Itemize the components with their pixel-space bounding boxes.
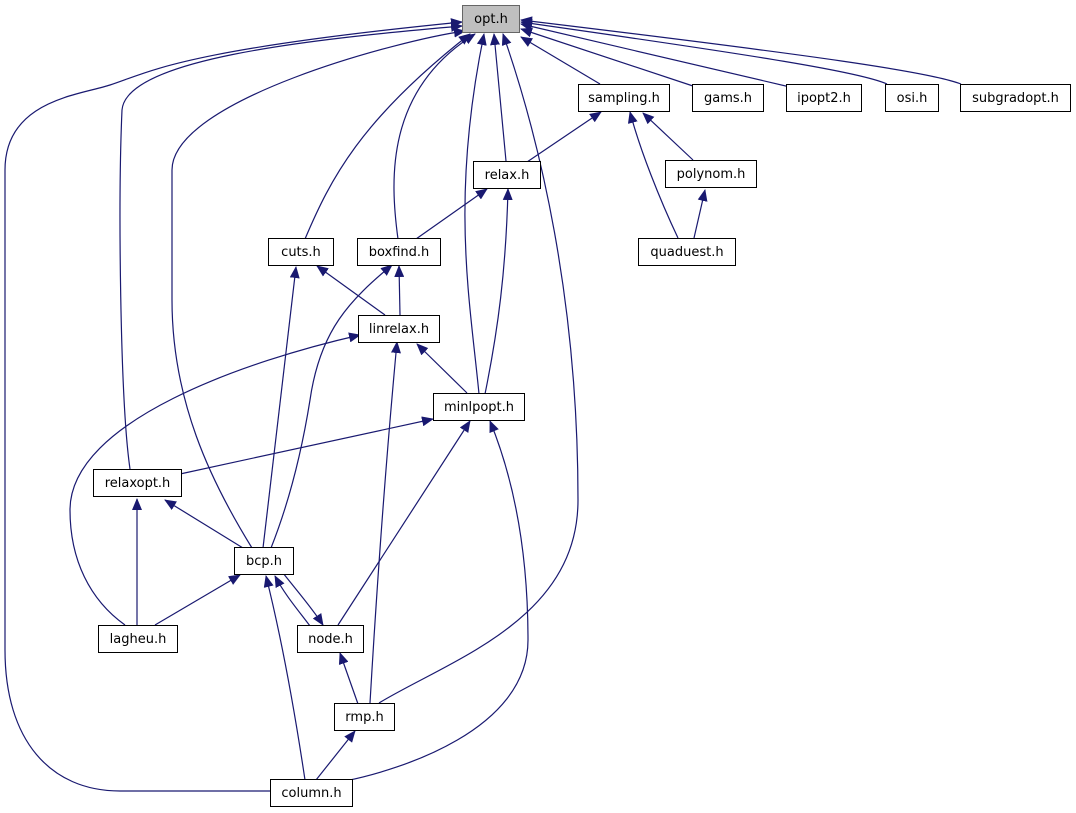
edge-boxfind-relax <box>415 188 488 240</box>
edge-relax-sampling <box>526 111 602 163</box>
node-rmp[interactable]: rmp.h <box>334 703 395 731</box>
edge-relaxopt-minlpopt <box>179 416 434 475</box>
node-minlpopt[interactable]: minlpopt.h <box>433 393 525 421</box>
edge-bcp-node <box>282 572 324 626</box>
edge-minlpopt-linrelax <box>416 343 468 394</box>
edge-column-minlpopt <box>344 420 529 782</box>
node-opt[interactable]: opt.h <box>462 5 520 33</box>
edge-linrelax-boxfind <box>394 265 405 316</box>
node-linrelax[interactable]: linrelax.h <box>358 315 440 343</box>
edge-boxfind-opt <box>393 33 476 240</box>
edge-ipopt2-opt <box>520 21 791 88</box>
node-gams[interactable]: gams.h <box>692 84 764 112</box>
node-column[interactable]: column.h <box>270 779 353 807</box>
edge-column-rmp <box>315 730 356 781</box>
edge-lagheu-linrelax <box>69 332 361 626</box>
edge-gams-opt <box>520 27 694 87</box>
edge-osi-opt <box>520 18 888 85</box>
node-cuts[interactable]: cuts.h <box>268 238 334 266</box>
node-lagheu[interactable]: lagheu.h <box>98 625 178 653</box>
edge-rmp-node <box>338 652 359 705</box>
edge-sampling-opt <box>520 36 601 85</box>
node-quaduest[interactable]: quaduest.h <box>638 238 736 266</box>
node-sampling[interactable]: sampling.h <box>578 84 670 112</box>
node-bcp[interactable]: bcp.h <box>234 547 294 575</box>
edge-minlpopt-relax <box>484 188 513 395</box>
node-ipopt2[interactable]: ipopt2.h <box>786 84 862 112</box>
edge-relax-opt <box>490 33 507 162</box>
edge-minlpopt-opt <box>464 33 487 395</box>
edge-bcp-cuts <box>262 266 300 549</box>
edge-rmp-linrelax <box>369 341 401 704</box>
edge-polynom-sampling <box>642 112 694 161</box>
node-boxfind[interactable]: boxfind.h <box>357 238 441 266</box>
edge-linrelax-cuts <box>316 265 386 316</box>
edge-node-bcp <box>274 575 311 627</box>
edge-bcp-opt <box>171 27 466 549</box>
edge-column-opt <box>4 18 463 792</box>
edge-column-bcp <box>263 575 306 781</box>
edge-relaxopt-opt <box>119 21 463 470</box>
edge-quaduest-sampling <box>627 111 679 239</box>
edge-subgradopt-opt <box>520 16 962 85</box>
node-node[interactable]: node.h <box>297 625 364 653</box>
edge-cuts-opt <box>304 33 471 240</box>
edge-lagheu-bcp <box>154 574 241 626</box>
edge-bcp-relaxopt <box>164 499 244 549</box>
node-subgradopt[interactable]: subgradopt.h <box>960 84 1071 112</box>
node-relaxopt[interactable]: relaxopt.h <box>93 469 182 497</box>
edge-quaduest-polynom <box>693 189 708 239</box>
node-polynom[interactable]: polynom.h <box>665 160 757 188</box>
edge-bcp-boxfind <box>270 264 393 549</box>
edge-node-minlpopt <box>337 420 471 626</box>
edge-rmp-opt <box>378 33 579 704</box>
node-relax[interactable]: relax.h <box>473 161 541 189</box>
node-osi[interactable]: osi.h <box>885 84 939 112</box>
